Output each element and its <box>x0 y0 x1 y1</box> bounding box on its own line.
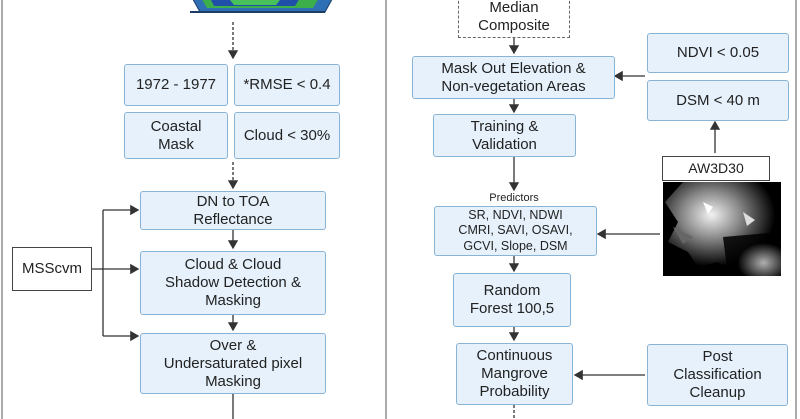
aw3d30-elevation-map <box>663 182 781 276</box>
post-classification-step: Post Classification Cleanup <box>647 344 788 406</box>
median-composite-box: Median Composite <box>458 0 570 38</box>
cloud-shadow-masking-step: Cloud & Cloud Shadow Detection & Masking <box>140 251 326 315</box>
dsm-threshold: DSM < 40 m <box>647 80 789 121</box>
predictors-label: Predictors <box>489 192 539 204</box>
rmse-filter: *RMSE < 0.4 <box>234 64 340 106</box>
predictors-list: SR, NDVI, NDWI CMRI, SAVI, OSAVI, GCVI, … <box>434 206 597 256</box>
saturation-masking-step: Over & Undersaturated pixel Masking <box>140 333 326 394</box>
satellite-image-stack <box>150 0 340 18</box>
training-validation-step: Training & Validation <box>433 114 576 157</box>
dn-to-toa-step: DN to TOA Reflectance <box>140 191 326 230</box>
aw3d30-label: AW3D30 <box>662 156 770 181</box>
mangrove-probability-step: Continuous Mangrove Probability <box>456 343 573 405</box>
coastal-mask-filter: Coastal Mask <box>124 112 228 159</box>
msscvm-label: MSScvm <box>12 247 92 291</box>
ndvi-threshold: NDVI < 0.05 <box>647 33 789 73</box>
mask-elevation-step: Mask Out Elevation & Non-vegetation Area… <box>412 56 615 99</box>
random-forest-step: Random Forest 100,5 <box>453 273 571 327</box>
cloud-cover-filter: Cloud < 30% <box>234 112 340 159</box>
year-range-filter: 1972 - 1977 <box>124 64 228 106</box>
